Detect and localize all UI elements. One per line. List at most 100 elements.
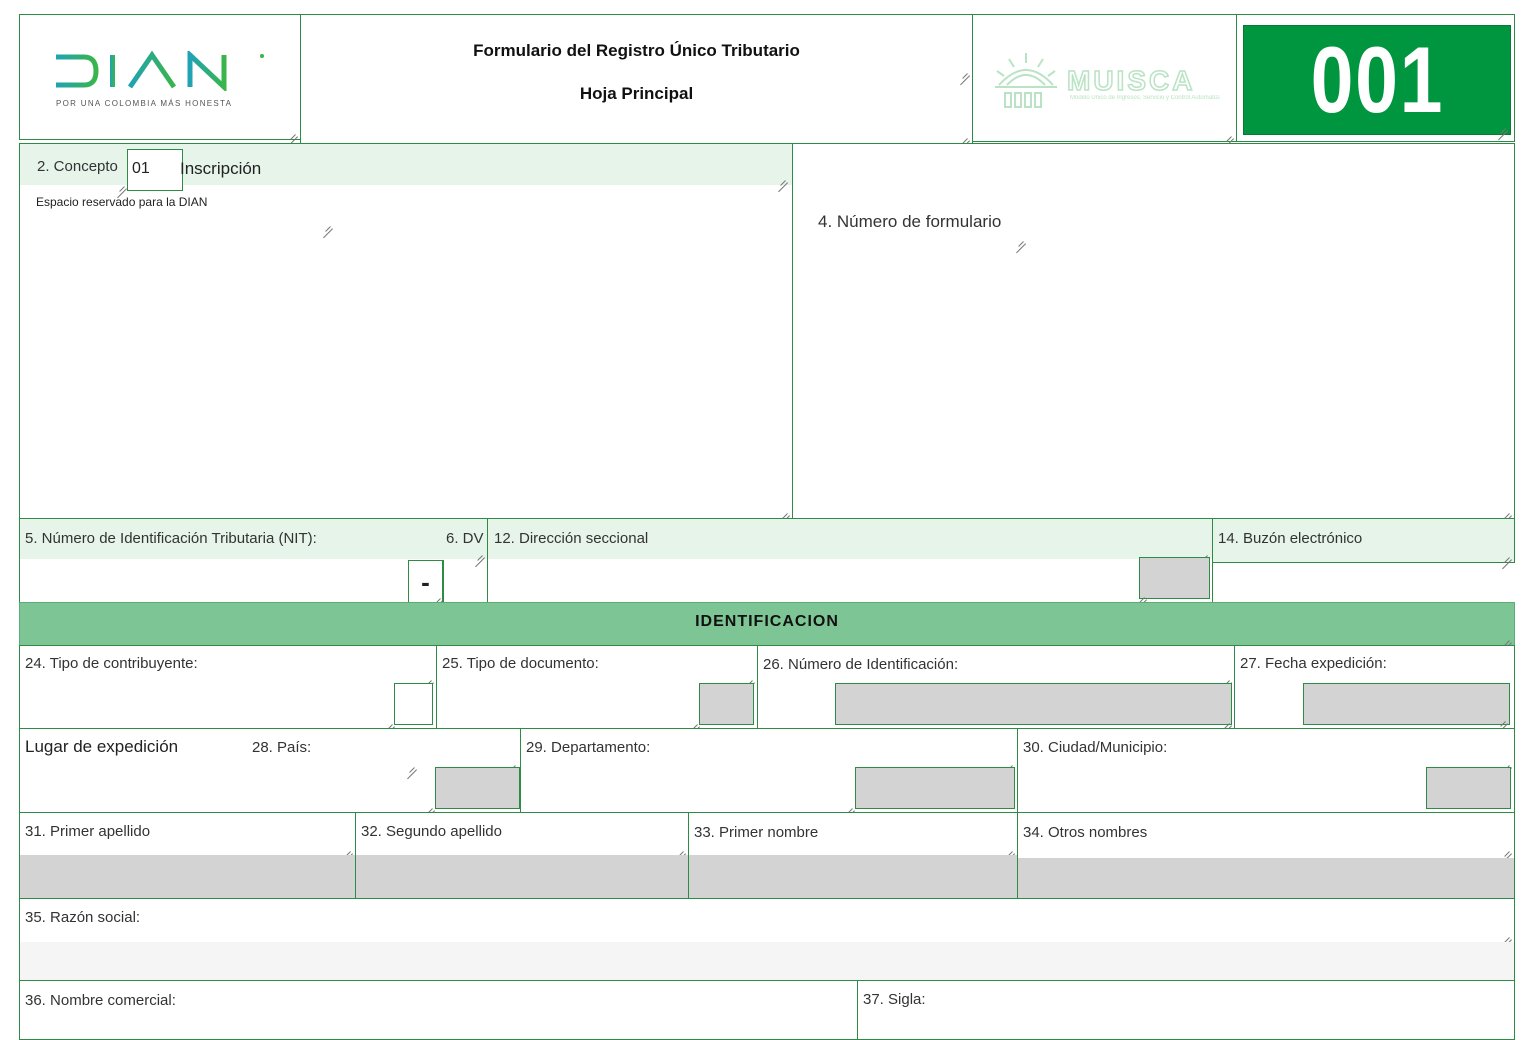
nombre-comercial-cell: 36. Nombre comercial: xyxy=(19,980,858,1040)
resize-grip-icon[interactable] xyxy=(1221,715,1232,726)
dv-label: 6. DV xyxy=(446,530,484,547)
primer-apellido-input[interactable] xyxy=(20,855,355,898)
concepto-input[interactable]: 01 xyxy=(127,149,183,191)
direccion-cell: 12. Dirección seccional xyxy=(487,518,1213,604)
primer-nombre-input[interactable] xyxy=(689,855,1017,898)
resize-grip-icon[interactable] xyxy=(959,130,970,141)
resize-grip-icon[interactable] xyxy=(1497,713,1508,724)
resize-grip-icon[interactable] xyxy=(1497,120,1508,131)
resize-grip-icon[interactable] xyxy=(1501,843,1512,854)
dian-logo xyxy=(54,49,266,93)
tipo-contribuyente-input[interactable] xyxy=(394,683,433,725)
resize-grip-icon[interactable] xyxy=(1501,929,1512,940)
concepto-description: Inscripción xyxy=(180,159,262,178)
resize-grip-icon[interactable] xyxy=(474,547,485,558)
dian-tagline: POR UNA COLOMBIA MÁS HONESTA xyxy=(56,99,233,108)
resize-grip-icon[interactable] xyxy=(287,126,298,137)
numero-identificacion-cell: 26. Número de Identificación: xyxy=(757,645,1235,729)
nit-input[interactable] xyxy=(20,560,408,603)
concepto-cell: 2. Concepto 01 Inscripción Espacio reser… xyxy=(19,143,793,519)
page-title: Formulario del Registro Único Tributario xyxy=(473,41,800,60)
fecha-expedicion-cell: 27. Fecha expedición: xyxy=(1234,645,1515,729)
tipo-contribuyente-label: 24. Tipo de contribuyente: xyxy=(25,655,198,672)
buzon-cell: 14. Buzón electrónico xyxy=(1212,518,1515,563)
numero-identificacion-input[interactable] xyxy=(835,683,1232,725)
resize-grip-icon[interactable] xyxy=(1004,843,1015,854)
ciudad-input[interactable] xyxy=(1426,767,1511,809)
resize-grip-icon[interactable] xyxy=(322,218,333,229)
muisca-tagline: Modelo Único de Ingresos, Servicio y Con… xyxy=(1070,95,1220,101)
resize-grip-icon[interactable] xyxy=(779,505,790,516)
numero-identificacion-label: 26. Número de Identificación: xyxy=(763,656,959,673)
resize-grip-icon[interactable] xyxy=(1501,549,1512,560)
resize-grip-icon[interactable] xyxy=(675,843,686,854)
otros-nombres-label: 34. Otros nombres xyxy=(1023,824,1148,841)
resize-grip-icon[interactable] xyxy=(116,178,127,189)
tipo-documento-label: 25. Tipo de documento: xyxy=(442,655,599,672)
title-cell: Formulario del Registro Único Tributario… xyxy=(300,14,973,144)
muisca-logo-cell: MUISCA Modelo Único de Ingresos, Servici… xyxy=(972,14,1237,142)
resize-grip-icon[interactable] xyxy=(1501,632,1512,643)
page-subtitle: Hoja Principal xyxy=(579,84,694,103)
resize-grip-icon[interactable] xyxy=(777,172,788,183)
reserved-label: Espacio reservado para la DIAN xyxy=(36,195,208,209)
resize-grip-icon[interactable] xyxy=(342,843,353,854)
form-code-badge: 001 xyxy=(1243,25,1511,135)
segundo-apellido-input[interactable] xyxy=(356,855,688,898)
resize-grip-icon[interactable] xyxy=(744,672,755,683)
dian-logo-cell: POR UNA COLOMBIA MÁS HONESTA xyxy=(19,14,301,140)
resize-grip-icon[interactable] xyxy=(1223,128,1234,139)
resize-grip-icon[interactable] xyxy=(406,759,417,770)
resize-grip-icon[interactable] xyxy=(689,716,700,727)
ciudad-cell: 30. Ciudad/Municipio: xyxy=(1017,728,1515,813)
resize-grip-icon[interactable] xyxy=(1501,505,1512,516)
primer-apellido-cell: 31. Primer apellido xyxy=(19,812,356,899)
resize-grip-icon[interactable] xyxy=(959,65,970,76)
pais-label: 28. País: xyxy=(252,739,312,756)
razon-social-input[interactable] xyxy=(20,942,1514,980)
identificacion-header: IDENTIFICACION xyxy=(19,602,1515,646)
tipo-contribuyente-cell: 24. Tipo de contribuyente: xyxy=(19,645,437,729)
resize-grip-icon[interactable] xyxy=(423,672,434,683)
resize-grip-icon[interactable] xyxy=(384,716,395,727)
concepto-label: 2. Concepto xyxy=(37,158,118,175)
form-code: 001 xyxy=(1310,27,1444,132)
razon-social-label: 35. Razón social: xyxy=(25,909,141,926)
departamento-input[interactable] xyxy=(855,767,1015,809)
section-title: IDENTIFICACION xyxy=(695,613,839,630)
resize-grip-icon[interactable] xyxy=(1136,589,1147,600)
resize-grip-icon[interactable] xyxy=(432,590,443,601)
otros-nombres-cell: 34. Otros nombres xyxy=(1017,812,1515,899)
resize-grip-icon[interactable] xyxy=(844,800,855,811)
nombre-comercial-label: 36. Nombre comercial: xyxy=(25,992,176,1009)
primer-nombre-label: 33. Primer nombre xyxy=(694,824,819,841)
primer-apellido-label: 31. Primer apellido xyxy=(25,823,151,840)
tipo-documento-cell: 25. Tipo de documento: xyxy=(436,645,758,729)
resize-grip-icon[interactable] xyxy=(1015,233,1026,244)
ciudad-label: 30. Ciudad/Municipio: xyxy=(1023,739,1168,756)
razon-social-cell: 35. Razón social: xyxy=(19,898,1515,981)
pais-input[interactable] xyxy=(435,767,520,809)
sigla-cell: 37. Sigla: xyxy=(857,980,1515,1040)
fecha-expedicion-input[interactable] xyxy=(1303,683,1510,725)
buzon-label: 14. Buzón electrónico xyxy=(1218,530,1363,547)
segundo-apellido-cell: 32. Segundo apellido xyxy=(355,812,689,899)
departamento-cell: 29. Departamento: xyxy=(520,728,1018,813)
direccion-input[interactable] xyxy=(1139,557,1210,599)
segundo-apellido-label: 32. Segundo apellido xyxy=(361,823,502,840)
numero-formulario-label: 4. Número de formulario xyxy=(818,212,1002,231)
muisca-sun-icon xyxy=(991,51,1061,111)
numero-formulario-cell: 4. Número de formulario xyxy=(792,143,1515,519)
direccion-label: 12. Dirección seccional xyxy=(494,530,649,547)
fecha-expedicion-label: 27. Fecha expedición: xyxy=(1240,655,1387,672)
dv-input[interactable] xyxy=(443,560,487,603)
lugar-expedicion-label: Lugar de expedición xyxy=(25,737,179,756)
muisca-name: MUISCA xyxy=(1066,64,1196,97)
direccion-bar xyxy=(488,519,1212,559)
resize-grip-icon[interactable] xyxy=(1221,672,1232,683)
resize-grip-icon[interactable] xyxy=(424,800,435,811)
otros-nombres-input[interactable] xyxy=(1018,858,1514,898)
tipo-documento-input[interactable] xyxy=(699,683,754,725)
form-code-cell: 001 xyxy=(1236,14,1515,142)
dian-logo-icon xyxy=(56,49,264,93)
